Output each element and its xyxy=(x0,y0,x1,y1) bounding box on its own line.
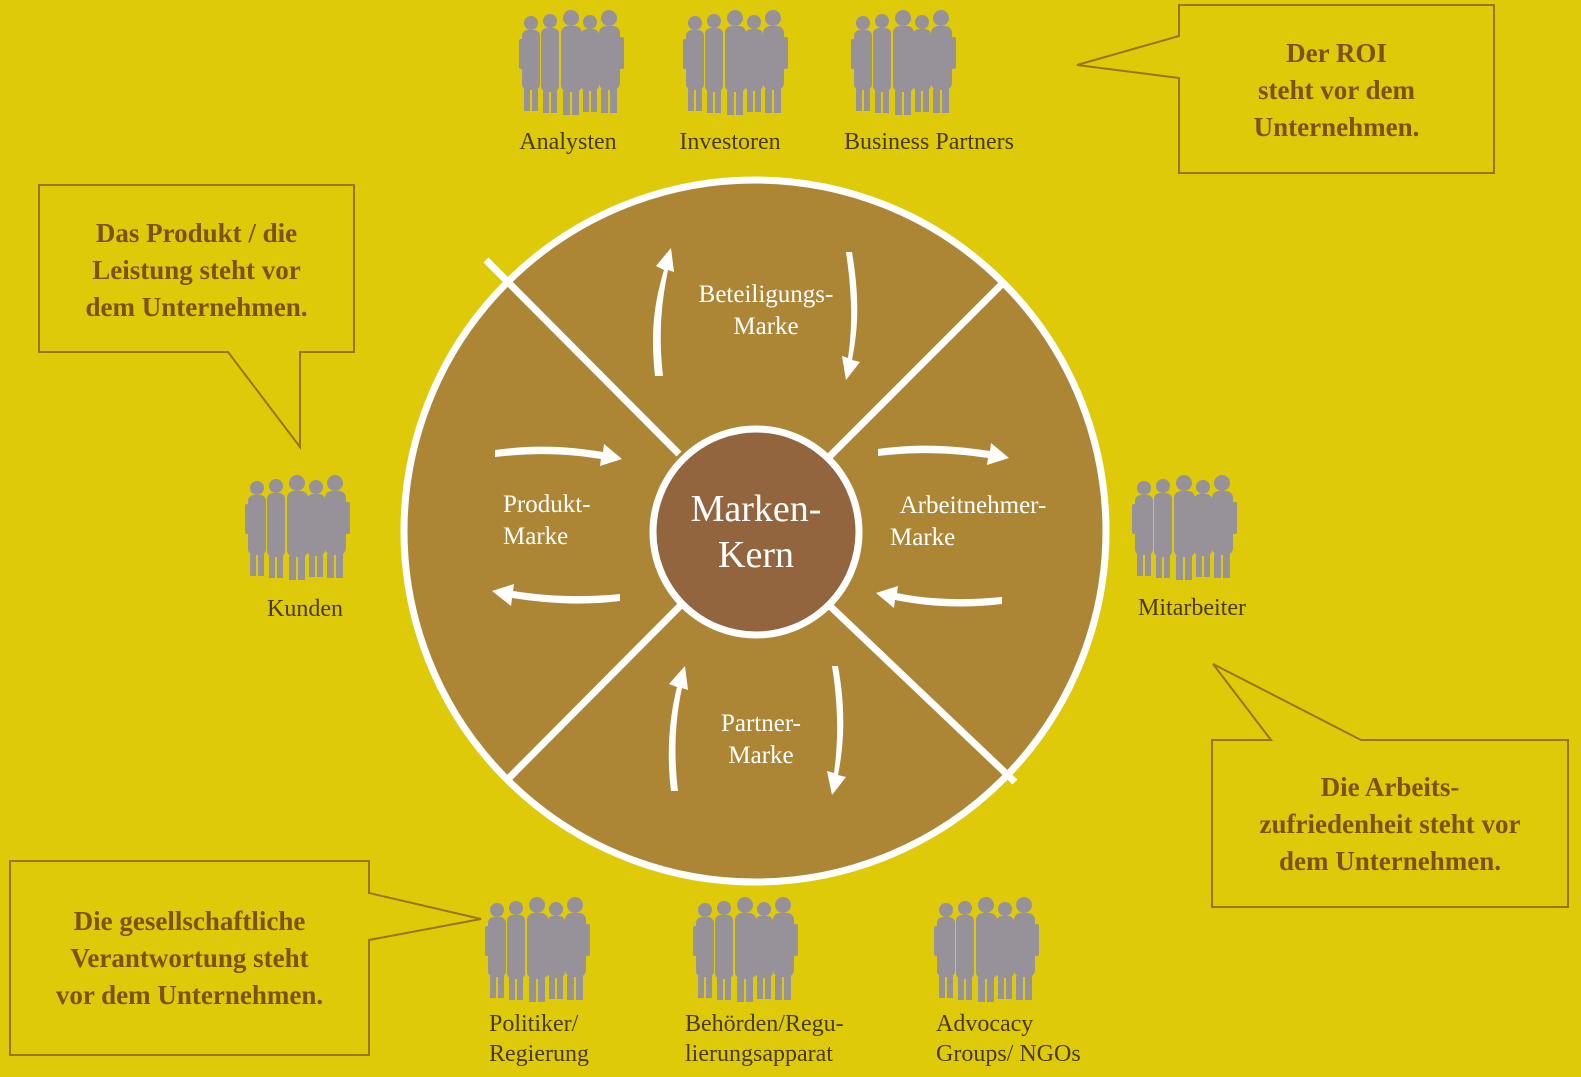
divider-line-nw xyxy=(483,257,682,457)
callout-arbeit-line3: dem Unternehmen. xyxy=(1279,846,1501,876)
stakeholder-behoerden: Behörden/Regu- lierungsapparat xyxy=(685,1009,844,1069)
curved-arrow-icon xyxy=(842,252,860,380)
divider-line-ne xyxy=(827,280,1006,459)
segment-label-top: Beteiligungs- Marke xyxy=(666,279,866,343)
segment-top-line1: Beteiligungs- xyxy=(698,281,834,308)
callout-produkt-line2: Leistung steht vor xyxy=(92,255,301,285)
people-group-icon xyxy=(934,897,1039,1002)
segment-right-line2: Marke xyxy=(890,524,956,551)
people-group-icon xyxy=(683,10,788,115)
stakeholder-politiker-line2: Regierung xyxy=(489,1041,589,1067)
callout-arbeit-line1: Die Arbeits- xyxy=(1320,772,1460,802)
segment-top-line2: Marke xyxy=(733,313,799,340)
stakeholder-advocacy: Advocacy Groups/ NGOs xyxy=(936,1009,1081,1069)
core-label-line2: Kern xyxy=(718,534,794,576)
brand-core xyxy=(649,425,863,639)
curved-arrow-icon xyxy=(492,584,620,606)
curved-arrow-icon xyxy=(653,248,674,376)
stakeholder-behoerden-line1: Behörden/Regu- xyxy=(685,1011,844,1037)
curved-arrow-icon xyxy=(827,666,846,795)
segment-right-line1: Arbeitnehmer- xyxy=(899,492,1047,519)
segment-bottom-line2: Marke xyxy=(728,742,794,769)
curved-arrow-icon xyxy=(668,666,688,791)
callout-roi-line2: steht vor dem xyxy=(1258,75,1415,105)
callout-gesellschaft-line2: Verantwortung steht xyxy=(70,943,309,973)
divider-line-se xyxy=(828,604,1018,785)
people-group-icon xyxy=(519,10,624,115)
curved-arrow-icon xyxy=(878,443,1009,465)
people-group-icon xyxy=(1132,475,1237,580)
stakeholder-advocacy-line2: Groups/ NGOs xyxy=(936,1041,1081,1067)
segment-label-left: Produkt- Marke xyxy=(503,489,623,553)
callout-roi-line1: Der ROI xyxy=(1286,38,1387,68)
callout-roi: Der ROI steht vor dem Unternehmen. xyxy=(1179,35,1494,146)
divider-line-sw xyxy=(505,603,683,782)
stakeholder-business-partners: Business Partners xyxy=(844,129,1014,155)
people-group-icon xyxy=(693,897,798,1002)
core-label-line1: Marken- xyxy=(690,488,822,530)
segment-label-bottom: Partner- Marke xyxy=(661,708,861,772)
stakeholder-mitarbeiter: Mitarbeiter xyxy=(1138,595,1246,621)
people-group-icon xyxy=(485,897,590,1002)
stakeholder-politiker-line1: Politiker/ xyxy=(489,1011,579,1037)
stakeholder-kunden: Kunden xyxy=(267,596,343,622)
roi-callout-shape xyxy=(1076,4,1495,174)
gesellschaft-callout-shape xyxy=(9,860,482,1056)
core-label: Marken- Kern xyxy=(656,486,856,578)
stakeholder-analysten: Analysten xyxy=(519,129,617,155)
callout-gesellschaft-line3: vor dem Unternehmen. xyxy=(55,980,324,1010)
people-group-icon xyxy=(245,475,350,580)
callout-gesellschaft-line1: Die gesellschaftliche xyxy=(73,906,306,936)
stakeholder-behoerden-line2: lierungsapparat xyxy=(685,1041,833,1067)
callout-gesellschaft: Die gesellschaftliche Verantwortung steh… xyxy=(10,903,369,1014)
callout-produkt-line1: Das Produkt / die xyxy=(95,218,298,248)
arbeit-callout-shape xyxy=(1211,663,1569,908)
curved-arrow-icon xyxy=(495,444,622,466)
segment-bottom-line1: Partner- xyxy=(720,710,802,737)
segment-left-line1: Produkt- xyxy=(503,491,591,518)
callout-produkt-line3: dem Unternehmen. xyxy=(85,292,308,322)
callout-arbeit: Die Arbeits- zufriedenheit steht vor dem… xyxy=(1212,769,1568,880)
callout-produkt: Das Produkt / die Leistung steht vor dem… xyxy=(39,215,354,326)
arrow-group xyxy=(492,248,1009,795)
callout-roi-line3: Unternehmen. xyxy=(1253,112,1420,142)
people-group-icon xyxy=(851,10,956,115)
stakeholder-investoren: Investoren xyxy=(679,129,781,155)
curved-arrow-icon xyxy=(876,586,1002,608)
stakeholder-politiker: Politiker/ Regierung xyxy=(489,1009,589,1069)
segment-left-line2: Marke xyxy=(503,523,569,550)
segment-label-right: Arbeitnehmer- Marke xyxy=(873,490,1073,554)
stakeholder-advocacy-line1: Advocacy xyxy=(936,1011,1034,1037)
produkt-callout-shape xyxy=(38,184,355,450)
callout-arbeit-line2: zufriedenheit steht vor xyxy=(1259,809,1521,839)
